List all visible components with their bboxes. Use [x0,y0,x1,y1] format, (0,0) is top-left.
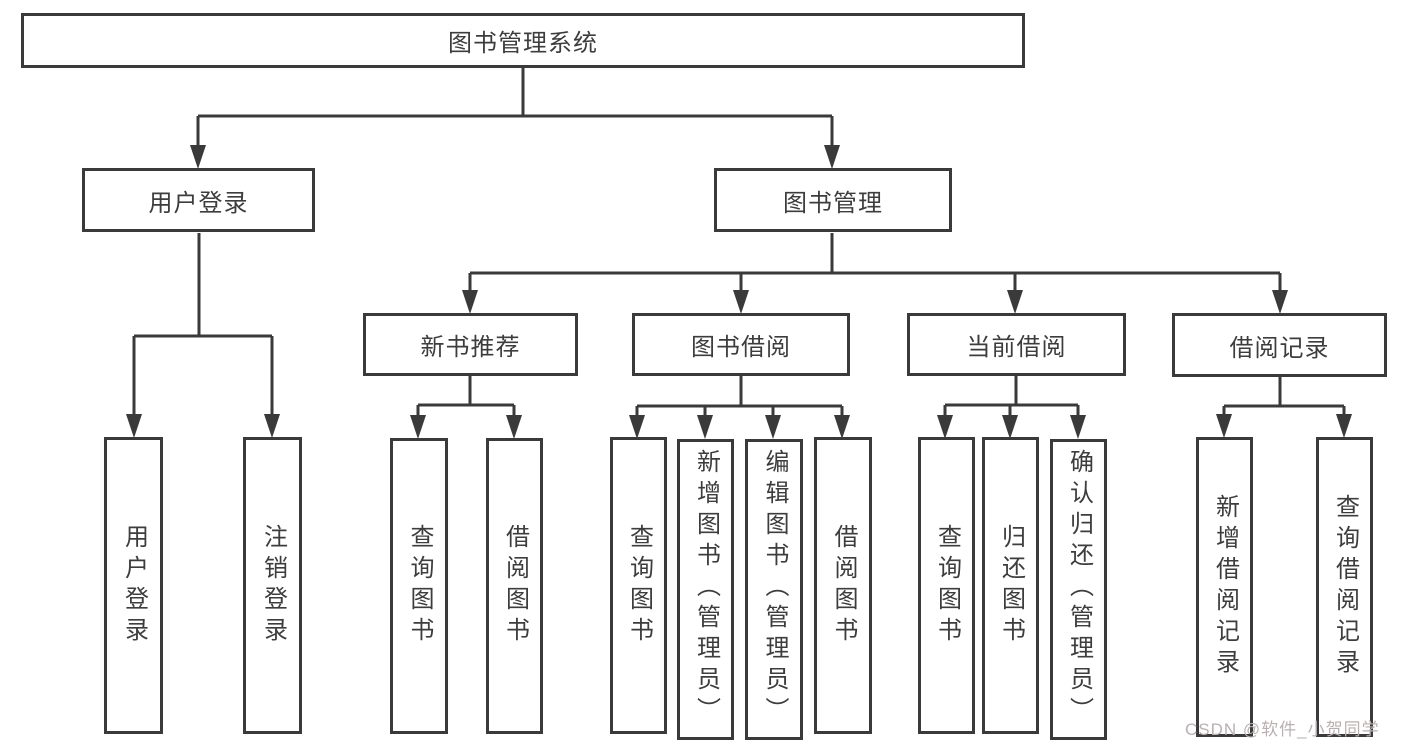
node-new-book-recommend: 新书推荐 [363,313,578,376]
node-borrow-records: 借阅记录 [1172,313,1387,377]
node-library-system: 图书管理系统 [21,13,1025,68]
node-book-borrow: 图书借阅 [632,313,850,376]
leaf-query-books-current: 查询图书 [918,437,975,734]
leaf-borrow-books: 借阅图书 [814,437,872,734]
leaf-logout-login: 注销登录 [243,437,302,734]
leaf-borrow-books-recommend: 借阅图书 [486,438,543,734]
node-book-management: 图书管理 [714,168,952,232]
node-current-borrow: 当前借阅 [907,313,1126,376]
csdn-watermark: CSDN @软件_小贺同学 [1185,720,1380,739]
leaf-add-borrow-record: 新增借阅记录 [1196,437,1253,737]
leaf-add-book-admin: 新增图书（管理员） [677,439,734,740]
leaf-edit-book-admin: 编辑图书（管理员） [745,439,803,740]
leaf-user-login: 用户登录 [104,437,163,734]
leaf-query-borrow-record: 查询借阅记录 [1316,437,1373,737]
leaf-query-books-borrow: 查询图书 [610,437,667,734]
leaf-confirm-return-admin: 确认归还（管理员） [1050,439,1107,740]
leaf-return-book: 归还图书 [982,437,1039,734]
leaf-query-books-recommend: 查询图书 [390,438,448,734]
node-user-login: 用户登录 [82,168,315,232]
